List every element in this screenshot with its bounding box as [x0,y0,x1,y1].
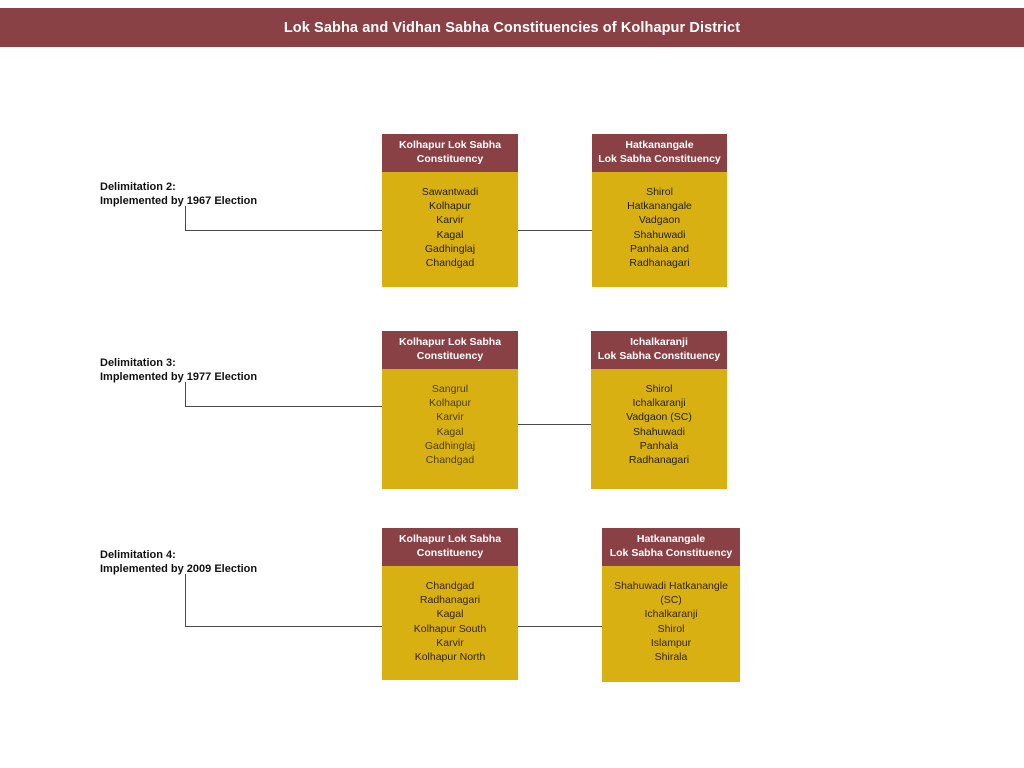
seat-item: Chandgad [425,257,475,270]
constituency-header-line2: Constituency [416,546,484,559]
constituency-box-header: Kolhapur Lok Sabha Constituency [382,134,518,172]
seat-item: Shahuwadi [633,425,685,438]
delimitation-label-3: Delimitation 4: Implemented by 2009 Elec… [100,548,257,576]
constituency-header-line1: Kolhapur Lok Sabha [398,139,502,151]
connector-horizontal-3-middle [518,626,603,627]
constituency-box-kolhapur-1967[interactable]: Kolhapur Lok Sabha Constituency Sawantwa… [382,134,518,287]
constituency-box-header: Kolhapur Lok Sabha Constituency [382,528,518,566]
page-title-bar: Lok Sabha and Vidhan Sabha Constituencie… [0,8,1024,47]
connector-horizontal-2-left [185,406,383,407]
connector-horizontal-2-middle [518,424,592,425]
seat-item: Karvir [436,411,464,424]
constituency-header-line1: Kolhapur Lok Sabha [398,336,502,348]
seat-item: Vadgaon [638,214,681,227]
connector-vertical-1 [185,206,186,231]
constituency-seat-list: Shirol Ichalkaranji Vadgaon (SC) Shahuwa… [591,369,727,489]
seat-item: Sawantwadi [421,186,479,198]
constituency-header-line2: Lok Sabha Constituency [597,349,721,362]
constituency-seat-list: Sawantwadi Kolhapur Karvir Kagal Gadhing… [382,172,518,287]
constituency-header-line1: Hatkanangale [636,533,706,545]
seat-item: Karvir [436,636,464,649]
connector-horizontal-1-left [185,230,383,231]
delimitation-label-2-line1: Delimitation 3: [100,357,176,369]
seat-item: Ichalkaranji [644,608,698,621]
constituency-seat-list: Shahuwadi Hatkanangle (SC) Ichalkaranji … [602,566,740,682]
seat-item: Shirol [657,622,685,635]
seat-item: Radhanagari [419,594,481,607]
connector-vertical-3 [185,574,186,626]
seat-item: Kagal [436,608,464,621]
constituency-header-line2: Lok Sabha Constituency [609,546,733,559]
seat-item: Kolhapur North [414,651,486,664]
constituency-box-ichalkaranji-1977[interactable]: Ichalkaranji Lok Sabha Constituency Shir… [591,331,727,489]
seat-item: Kagal [436,228,464,241]
seat-item: Ichalkaranji [632,397,686,410]
delimitation-label-1-line1: Delimitation 2: [100,181,176,193]
seat-item: Shahuwadi Hatkanangle [614,580,728,592]
connector-horizontal-3-left [185,626,383,627]
connector-horizontal-1-middle [518,230,592,231]
seat-item: Panhala and [630,242,689,255]
constituency-box-header: Ichalkaranji Lok Sabha Constituency [591,331,727,369]
seat-item: Kolhapur [428,397,472,410]
seat-item: Vadgaon (SC) [626,411,692,424]
constituency-box-header: Kolhapur Lok Sabha Constituency [382,331,518,369]
constituency-box-header: Hatkanangale Lok Sabha Constituency [592,134,727,172]
constituency-box-hatkanangale-2009[interactable]: Hatkanangale Lok Sabha Constituency Shah… [602,528,740,682]
seat-item: Chandgad [425,580,475,592]
constituency-header-line2: Constituency [416,349,484,362]
seat-item: Chandgad [425,454,475,467]
seat-item: Kagal [436,425,464,438]
delimitation-label-3-line2: Implemented by 2009 Election [100,563,258,576]
seat-item: Panhala [639,439,679,452]
constituency-header-line2: Constituency [416,152,484,165]
seat-item: Radhanagari [629,257,690,270]
constituency-box-header: Hatkanangale Lok Sabha Constituency [602,528,740,566]
constituency-box-kolhapur-1977[interactable]: Kolhapur Lok Sabha Constituency Sangrul … [382,331,518,489]
seat-item: Hatkanangale [627,200,692,213]
seat-item: Gadhinglaj [424,242,476,255]
constituency-seat-list: Shirol Hatkanangale Vadgaon Shahuwadi Pa… [592,172,727,287]
delimitation-label-1: Delimitation 2: Implemented by 1967 Elec… [100,180,257,208]
seat-item: Kolhapur [428,200,472,213]
page-title: Lok Sabha and Vidhan Sabha Constituencie… [283,19,741,36]
constituency-seat-list: Chandgad Radhanagari Kagal Kolhapur Sout… [382,566,518,680]
connector-vertical-2 [185,382,186,407]
seat-item: Karvir [436,214,464,227]
seat-item: Shahuwadi [633,228,686,241]
constituency-header-line2: Lok Sabha Constituency [598,152,721,165]
delimitation-label-3-line1: Delimitation 4: [100,549,176,561]
seat-item: Radhanagari [628,454,690,467]
constituency-header-line1: Hatkanangale [625,139,694,151]
delimitation-label-2: Delimitation 3: Implemented by 1977 Elec… [100,356,257,384]
constituency-box-kolhapur-2009[interactable]: Kolhapur Lok Sabha Constituency Chandgad… [382,528,518,680]
delimitation-label-1-line2: Implemented by 1967 Election [100,195,258,208]
seat-item: Shirala [654,651,688,664]
seat-item: (SC) [660,594,682,607]
seat-item: Gadhinglaj [424,439,476,452]
delimitation-label-2-line2: Implemented by 1977 Election [100,371,258,384]
constituency-seat-list: Sangrul Kolhapur Karvir Kagal Gadhinglaj… [382,369,518,489]
seat-item: Islampur [650,636,692,649]
constituency-box-hatkanangale-1967[interactable]: Hatkanangale Lok Sabha Constituency Shir… [592,134,727,287]
constituency-header-line1: Kolhapur Lok Sabha [398,533,502,545]
constituency-header-line1: Ichalkaranji [630,336,688,348]
seat-item: Sangrul [431,383,469,395]
seat-item: Shirol [645,383,673,395]
seat-item: Shirol [646,186,673,198]
seat-item: Kolhapur South [413,622,487,635]
